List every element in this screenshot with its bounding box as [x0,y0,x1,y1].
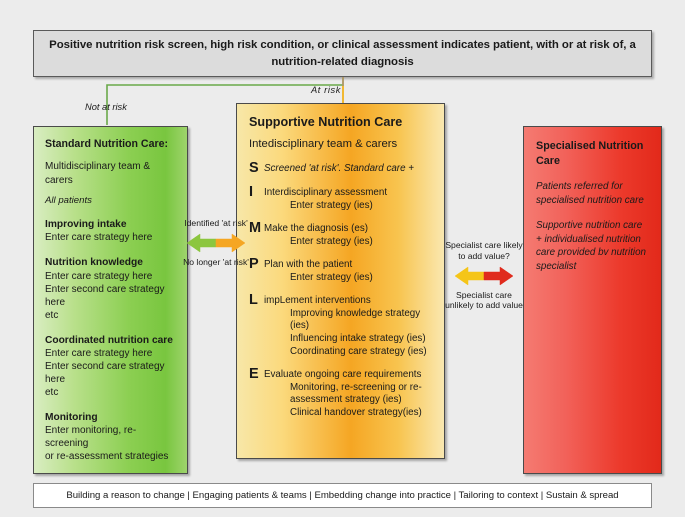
simple-sub-text: Monitoring, re-screening or re- [290,381,422,393]
section-line: Enter second care strategy here [45,360,165,385]
section-line: Enter care strategy here [45,232,153,244]
simple-main-text: Make the diagnosis (es) [264,223,369,235]
simple-row-e: E Evaluate ongoing care requirements Mon… [249,366,432,419]
supportive-care-subtitle: Intedisciplinary team & carers [249,138,398,150]
simple-letter: I [249,184,254,201]
transition-arrow-standard-supportive: Identified 'at risk' No longer 'at risk' [176,218,256,268]
standard-care-team: Multidisciplinary team & carers [45,161,151,186]
standard-care-section: Nutrition knowledge Enter care strategy … [45,256,176,321]
simple-sub-text: Enter strategy (ies) [290,271,373,283]
right-arrow-bottom-label: Specialist care unlikely to add value [445,289,523,311]
simple-main-text: Screened 'at risk'. Standard care + [264,163,414,174]
simple-row-i: I Interdisciplinary assessment Enter str… [249,184,432,212]
simple-letter: L [249,292,258,309]
simple-main-text: Interdisciplinary assessment [264,187,388,199]
simple-row-p: P Plan with the patient Enter strategy (… [249,257,432,284]
section-line: etc [45,309,59,321]
specialised-care-paragraph: Supportive nutrition care + individualis… [536,220,647,272]
supportive-care-title: Supportive Nutrition Care [249,115,403,129]
simple-sub-text: Enter strategy (ies) [290,235,373,247]
footer-text: Building a reason to change | Engaging p… [66,489,619,501]
simple-sub-text: Improving knowledge strategy (ies) [290,307,421,332]
panel-standard-nutrition-care: Standard Nutrition Care: Multidisciplina… [33,126,188,474]
left-arrow-top-label: Identified 'at risk' [184,218,248,228]
simple-row-m: M Make the diagnosis (es) Enter strategy… [249,221,432,248]
section-heading: Nutrition knowledge [45,257,143,269]
section-line: or re-assessment strategies [45,451,169,463]
simple-row-s: S Screened 'at risk'. Standard care + [249,160,432,176]
simple-main-text: Evaluate ongoing care requirements [264,369,422,381]
section-heading: Improving intake [45,219,127,231]
footer-implementation-bar: Building a reason to change | Engaging p… [33,483,652,508]
right-arrow-top-label: Specialist care likely to add value? [445,240,523,261]
simple-sub-text: Enter strategy (ies) [290,199,373,211]
left-arrow-bottom-label: No longer 'at risk' [183,256,249,267]
header-banner-text: Positive nutrition risk screen, high ris… [49,39,636,68]
simple-letter: S [249,160,259,176]
header-banner: Positive nutrition risk screen, high ris… [33,30,652,77]
specialised-care-title: Specialised Nutrition Care [536,140,644,167]
section-line: etc [45,386,59,398]
section-line: Enter care strategy here [45,270,153,282]
standard-care-section: Improving intake Enter care strategy her… [45,218,176,244]
edge-label-at-risk: At risk [311,85,342,95]
simple-main-text: impLement interventions [264,295,371,307]
bidirectional-arrow-icon [187,233,245,253]
standard-care-title: Standard Nutrition Care: [45,138,169,150]
specialised-care-paragraph: Patients referred for specialised nutrit… [536,181,644,206]
section-line: Enter care strategy here [45,347,153,359]
simple-letter: P [249,256,259,273]
simple-sub-text: assessment strategy (ies) [290,394,402,406]
bidirectional-arrow-icon [455,266,513,286]
section-line: Enter monitoring, re-screening [45,425,137,450]
standard-care-section: Coordinated nutrition care Enter care st… [45,334,176,399]
simple-letter: E [249,366,259,383]
simple-row-l: L impLement interventions Improving know… [249,293,432,358]
simple-main-text: Plan with the patient [264,259,353,271]
panel-supportive-nutrition-care: Supportive Nutrition Care Intedisciplina… [236,103,445,459]
section-line: Enter second care strategy here [45,283,165,308]
panel-specialised-nutrition-care: Specialised Nutrition Care Patients refe… [523,126,662,474]
section-heading: Coordinated nutrition care [45,334,173,346]
simple-sub-text: Influencing intake strategy (ies) [290,333,426,344]
simple-sub-text: Coordinating care strategy (ies) [290,345,427,357]
simple-letter: M [249,220,262,237]
edge-label-not-at-risk: Not at risk [85,102,127,112]
simple-sub-text: Clinical handover strategy(ies) [290,406,422,418]
standard-care-section: Monitoring Enter monitoring, re-screenin… [45,411,176,463]
standard-care-scope: All patients [45,195,92,207]
transition-arrow-supportive-specialised: Specialist care likely to add value? Spe… [443,240,525,311]
section-heading: Monitoring [45,411,98,423]
